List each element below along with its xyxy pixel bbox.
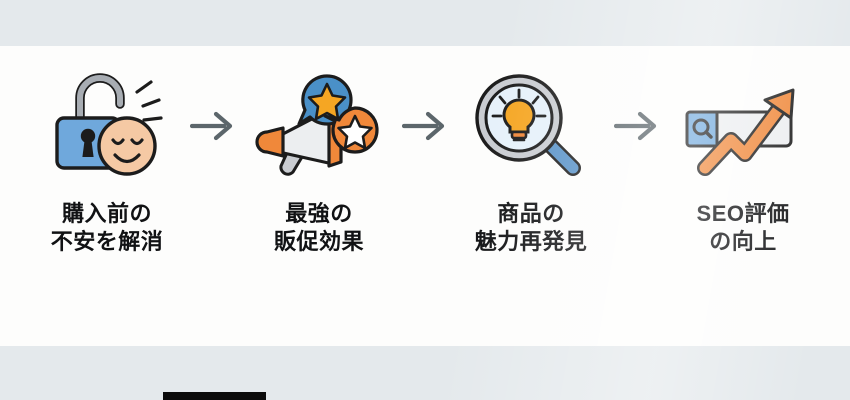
flow-step-4-line1: SEO評価: [696, 201, 790, 226]
flow-step-2-line2: 販促効果: [273, 229, 364, 255]
flow-step-2-line1: 最強の: [285, 201, 353, 226]
bottom-cropped-caption: [272, 392, 722, 400]
flow-step-1-line2: 不安を解消: [50, 229, 164, 255]
arrow-right-icon-1: [182, 66, 244, 186]
arrow-right-icon-3: [606, 66, 668, 186]
flow-step-4-label: SEO評価 の向上: [697, 200, 790, 256]
flow-step-3-label: 商品の 魅力再発見: [475, 200, 588, 256]
top-background-band: [0, 0, 850, 46]
flow-step-1: 購入前の 不安を解消: [32, 46, 182, 256]
magnifier-lightbulb-icon: [461, 66, 601, 186]
flow-step-2: 最強の 販促効果: [244, 46, 394, 256]
process-flow: 購入前の 不安を解消: [0, 46, 850, 346]
flow-step-1-line1: 購入前の: [61, 201, 152, 226]
content-canvas: 購入前の 不安を解消: [0, 46, 850, 346]
bottom-background-band: [0, 346, 850, 400]
open-padlock-smiling-face-icon: [37, 66, 177, 186]
flow-step-3: 商品の 魅力再発見: [456, 46, 606, 256]
flow-step-3-line1: 商品の: [497, 201, 565, 226]
bottom-cropped-bar: [163, 392, 266, 400]
megaphone-star-bubbles-icon: [249, 66, 389, 186]
flow-step-3-line2: 魅力再発見: [474, 229, 588, 255]
flow-step-2-label: 最強の 販促効果: [274, 200, 364, 256]
flow-step-1-label: 購入前の 不安を解消: [51, 200, 164, 256]
flow-step-4-line2: の向上: [709, 229, 777, 255]
flow-step-4: SEO評価 の向上: [668, 46, 818, 256]
arrow-right-icon-2: [394, 66, 456, 186]
search-bar-growth-arrow-icon: [673, 66, 813, 186]
